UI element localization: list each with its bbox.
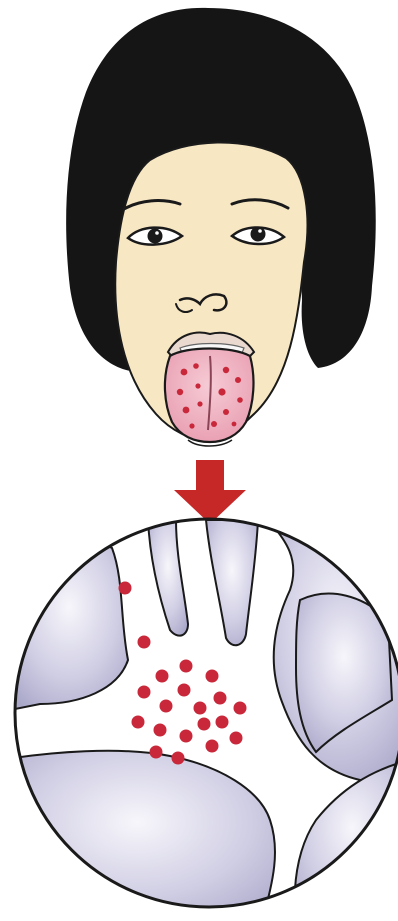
magnified-view bbox=[0, 519, 398, 921]
down-arrow bbox=[174, 460, 246, 524]
tissue-region-top-left bbox=[10, 539, 128, 710]
